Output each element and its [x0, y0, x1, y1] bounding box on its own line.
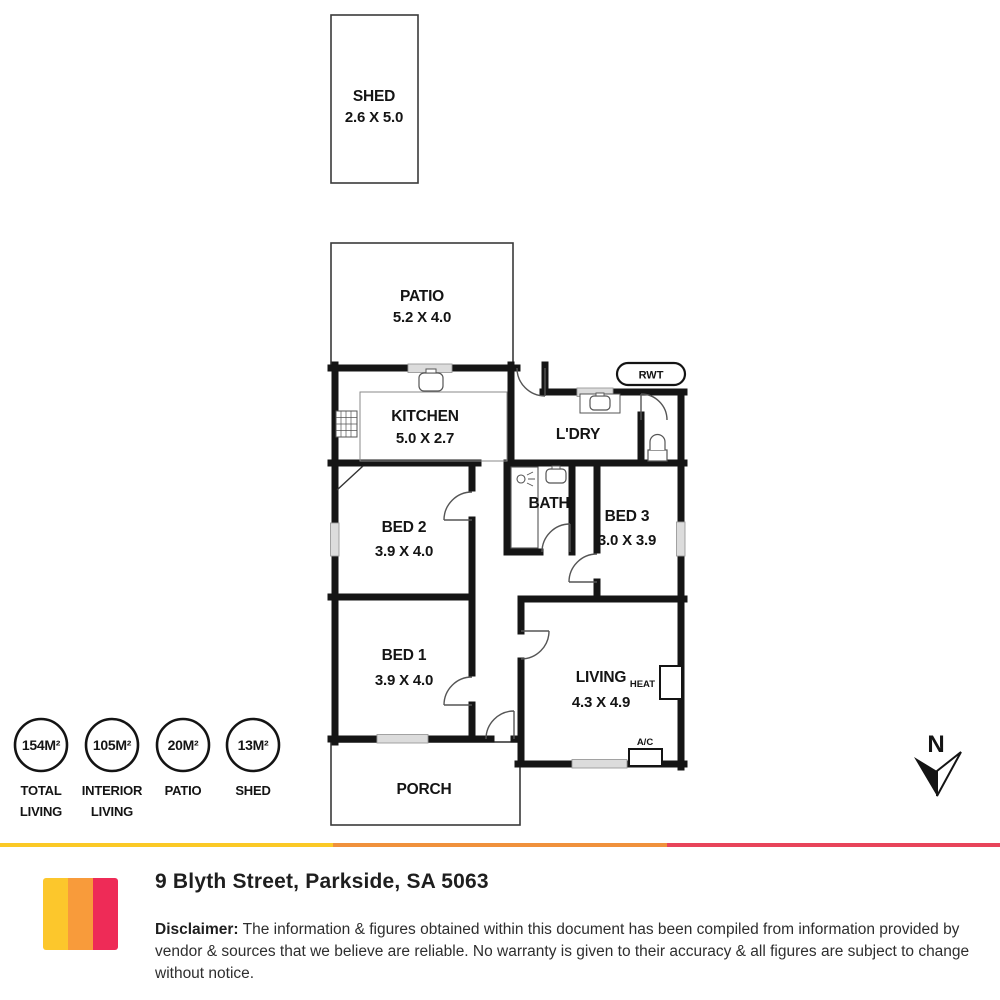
divider-yellow [0, 843, 334, 847]
patio-dims: 5.2 X 4.0 [393, 309, 451, 326]
agency-logo [43, 878, 118, 950]
area-shed: 13M² SHED [225, 717, 281, 798]
kitchen-sink-icon [418, 368, 444, 392]
north-arrow-left [914, 757, 937, 796]
shed-dims: 2.6 X 5.0 [345, 109, 403, 126]
area-interior-living-value: 105M² [93, 737, 132, 753]
stove-icon [335, 410, 358, 438]
bath-basin-icon [545, 465, 567, 484]
area-shed-value: 13M² [238, 737, 269, 753]
bed2-door [443, 491, 473, 521]
laundry-label: L'DRY [556, 426, 601, 443]
patio-label: PATIO [400, 288, 444, 305]
living-door [520, 630, 550, 660]
bath-label: BATH [528, 495, 569, 512]
bath-door [541, 523, 571, 553]
bed1-dims: 3.9 X 4.0 [375, 672, 433, 689]
shed-label: SHED [353, 88, 395, 105]
bed1-window [376, 734, 429, 744]
divider-orange [333, 843, 667, 847]
shower-icon [510, 466, 539, 549]
divider-red [666, 843, 1000, 847]
floorplan-drawing: SHED 2.6 X 5.0 PATIO 5.2 X 4.0 PORCH [13, 14, 962, 826]
bed3-dims: 3.0 X 3.9 [598, 532, 656, 549]
area-patio-value: 20M² [168, 737, 199, 753]
heater: HEAT [630, 665, 683, 700]
area-interior-living: 105M² INTERIOR LIVING [82, 717, 143, 819]
kitchen-bench [359, 391, 508, 462]
air-conditioner: A/C [628, 737, 663, 767]
area-patio-caption1: PATIO [165, 783, 202, 798]
bed2-label: BED 2 [382, 519, 427, 536]
bed3-window [676, 521, 686, 557]
area-interior-living-caption2: LIVING [91, 804, 133, 819]
patio-outline: PATIO 5.2 X 4.0 [330, 242, 514, 367]
rwt-label: RWT [639, 370, 664, 382]
ac-label: A/C [637, 737, 654, 748]
north-arrow: N [914, 731, 962, 797]
living-window [571, 759, 628, 769]
kitchen-dims: 5.0 X 2.7 [396, 430, 454, 447]
shed-outline: SHED 2.6 X 5.0 [330, 14, 419, 184]
laundry-trough-icon [579, 392, 621, 414]
property-address: 9 Blyth Street, Parkside, SA 5063 [155, 870, 489, 893]
front-door [485, 710, 515, 740]
porch-label: PORCH [397, 781, 452, 798]
north-arrow-right [936, 751, 962, 797]
living-label: LIVING [576, 669, 627, 686]
area-total-living: 154M² TOTAL LIVING [13, 717, 69, 819]
bed1-door [443, 676, 473, 706]
toilet-icon [647, 433, 668, 462]
entry-door [516, 367, 546, 397]
living-dims: 4.3 X 4.9 [572, 694, 630, 711]
walls [327, 361, 688, 771]
wc-door [640, 393, 668, 421]
disclaimer-label: Disclaimer: [155, 920, 239, 938]
footer-divider [0, 843, 1000, 847]
bed2-window [330, 522, 340, 557]
area-patio: 20M² PATIO [155, 717, 211, 798]
kitchen-label: KITCHEN [391, 408, 459, 425]
bed2-dims: 3.9 X 4.0 [375, 543, 433, 560]
area-interior-living-caption1: INTERIOR [82, 783, 143, 798]
area-total-living-value: 154M² [22, 737, 61, 753]
logo-stripe-yellow [43, 878, 68, 950]
disclaimer-text: The information & figures obtained withi… [155, 920, 970, 982]
chimney-corner [336, 465, 364, 491]
windows [330, 363, 686, 769]
north-label: N [927, 731, 944, 758]
bed3-door [568, 553, 598, 583]
area-shed-caption1: SHED [235, 783, 270, 798]
doors [443, 367, 668, 740]
rwt-tank: RWT [615, 361, 687, 387]
logo-stripe-orange [68, 878, 93, 950]
room-labels: KITCHEN 5.0 X 2.7 L'DRY BATH BED 2 3.9 X… [375, 408, 656, 711]
bed3-label: BED 3 [605, 508, 650, 525]
area-total-living-caption1: TOTAL [20, 783, 61, 798]
heat-label: HEAT [630, 679, 655, 690]
area-total-living-caption2: LIVING [20, 804, 62, 819]
disclaimer: Disclaimer: The information & figures ob… [155, 919, 975, 985]
bed1-label: BED 1 [382, 647, 427, 664]
area-summary: 154M² TOTAL LIVING 105M² INTERIOR LIVING… [13, 717, 281, 819]
logo-stripe-pink [93, 878, 118, 950]
porch-outline: PORCH [330, 741, 521, 826]
